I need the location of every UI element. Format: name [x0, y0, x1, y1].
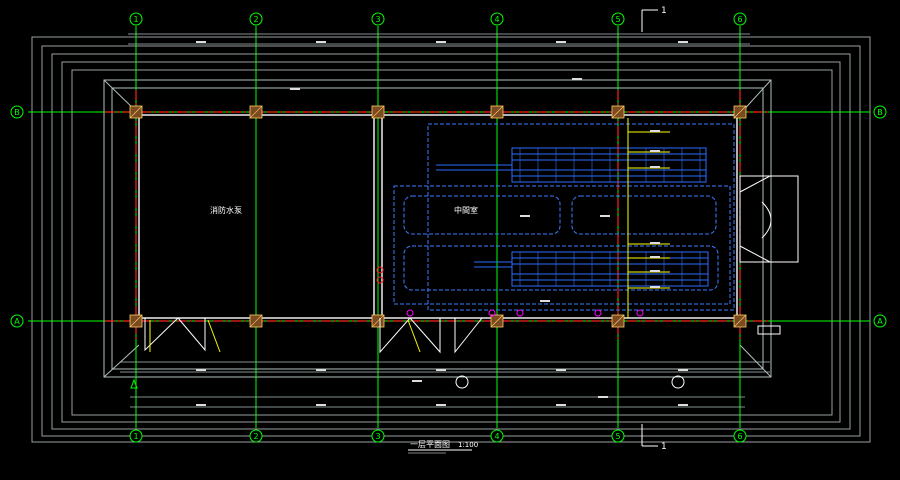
grid-bubble-row [10, 105, 24, 119]
grid-bubble-col [129, 12, 143, 26]
dimension-mark [678, 404, 688, 406]
grid-label-col: 4 [494, 15, 499, 24]
grid-bubble-col [611, 429, 625, 443]
pipe-annotations [627, 118, 670, 318]
grid-bubble-col [733, 12, 747, 26]
equipment-area [393, 123, 735, 311]
grid-label-row: B [14, 108, 20, 117]
dimension-lines [120, 33, 770, 408]
grid-lines [28, 26, 870, 428]
dimension-mark [650, 130, 660, 132]
grid-label-col: 2 [253, 15, 258, 24]
dimension-mark [436, 41, 446, 43]
door-highlights [149, 319, 421, 353]
grid-label-col: 2 [253, 432, 258, 441]
drawing-title-block: 一层平面图 1:100 [408, 440, 478, 454]
section-marker-top: 1 [641, 6, 667, 32]
grid-label-col: 3 [375, 15, 380, 24]
drawing-scale: 1:100 [458, 441, 478, 449]
dimension-mark [600, 215, 610, 217]
dimension-mark [196, 404, 206, 406]
dimension-mark [196, 41, 206, 43]
room-label-middle: 中間室 [454, 205, 478, 215]
dimension-text-marks [196, 41, 688, 406]
fixture-symbols [130, 266, 781, 389]
drawing-title: 一层平面图 [410, 440, 450, 449]
dimension-mark [290, 88, 300, 90]
grid-bubble-row [10, 314, 24, 328]
grid-bubble-col [371, 429, 385, 443]
room-label-fire-pump: 消防水泵 [210, 205, 242, 215]
border-frames [31, 36, 871, 443]
axis-lines [105, 90, 770, 340]
dimension-mark [436, 404, 446, 406]
grid-label-col: 6 [737, 432, 742, 441]
grid-label-col: 5 [615, 432, 620, 441]
grid-label-row: B [877, 108, 883, 117]
section-marker-top-label: 1 [661, 6, 667, 16]
dimension-mark [678, 369, 688, 371]
grid-bubble-col [129, 429, 143, 443]
grid-label-col: 1 [133, 15, 138, 24]
dimension-mark [650, 270, 660, 272]
grid-label-col: 4 [494, 432, 499, 441]
grid-label-col: 6 [737, 15, 742, 24]
dimension-mark [572, 78, 582, 80]
dimension-mark [678, 41, 688, 43]
grid-label-row: A [877, 317, 883, 326]
grid-bubble-col [490, 12, 504, 26]
dimension-mark [650, 242, 660, 244]
dimension-mark [650, 286, 660, 288]
grid-bubble-col [611, 12, 625, 26]
section-marker-bottom-label: 1 [661, 442, 667, 452]
walls [138, 114, 738, 319]
dimension-mark [436, 369, 446, 371]
dimension-mark [556, 369, 566, 371]
dimension-mark [598, 396, 608, 398]
grid-bubble-col [249, 12, 263, 26]
dimension-mark [196, 369, 206, 371]
dimension-mark [520, 215, 530, 217]
grid-bubble-col [490, 429, 504, 443]
section-marker-bottom: 1 [641, 424, 667, 452]
building-outline [103, 79, 772, 378]
grid-label-col: 3 [375, 432, 380, 441]
structural-columns [129, 105, 747, 328]
dimension-mark [412, 380, 422, 382]
dimension-mark [316, 41, 326, 43]
dimension-mark [540, 300, 550, 302]
grid-bubble-col [249, 429, 263, 443]
dimension-mark [556, 404, 566, 406]
dimension-mark [316, 404, 326, 406]
grid-label-col: 5 [615, 15, 620, 24]
doors [144, 317, 483, 354]
grid-bubble-row [873, 105, 887, 119]
dimension-mark [650, 166, 660, 168]
dimension-mark [650, 150, 660, 152]
grid-label-row: A [14, 317, 20, 326]
grid-label-col: 1 [133, 432, 138, 441]
dimension-mark [556, 41, 566, 43]
dimension-mark [650, 256, 660, 258]
grid-bubble-row [873, 314, 887, 328]
dimension-mark [316, 369, 326, 371]
grid-bubble-col [371, 12, 385, 26]
right-entrance [739, 175, 799, 263]
grid-bubble-col [733, 429, 747, 443]
